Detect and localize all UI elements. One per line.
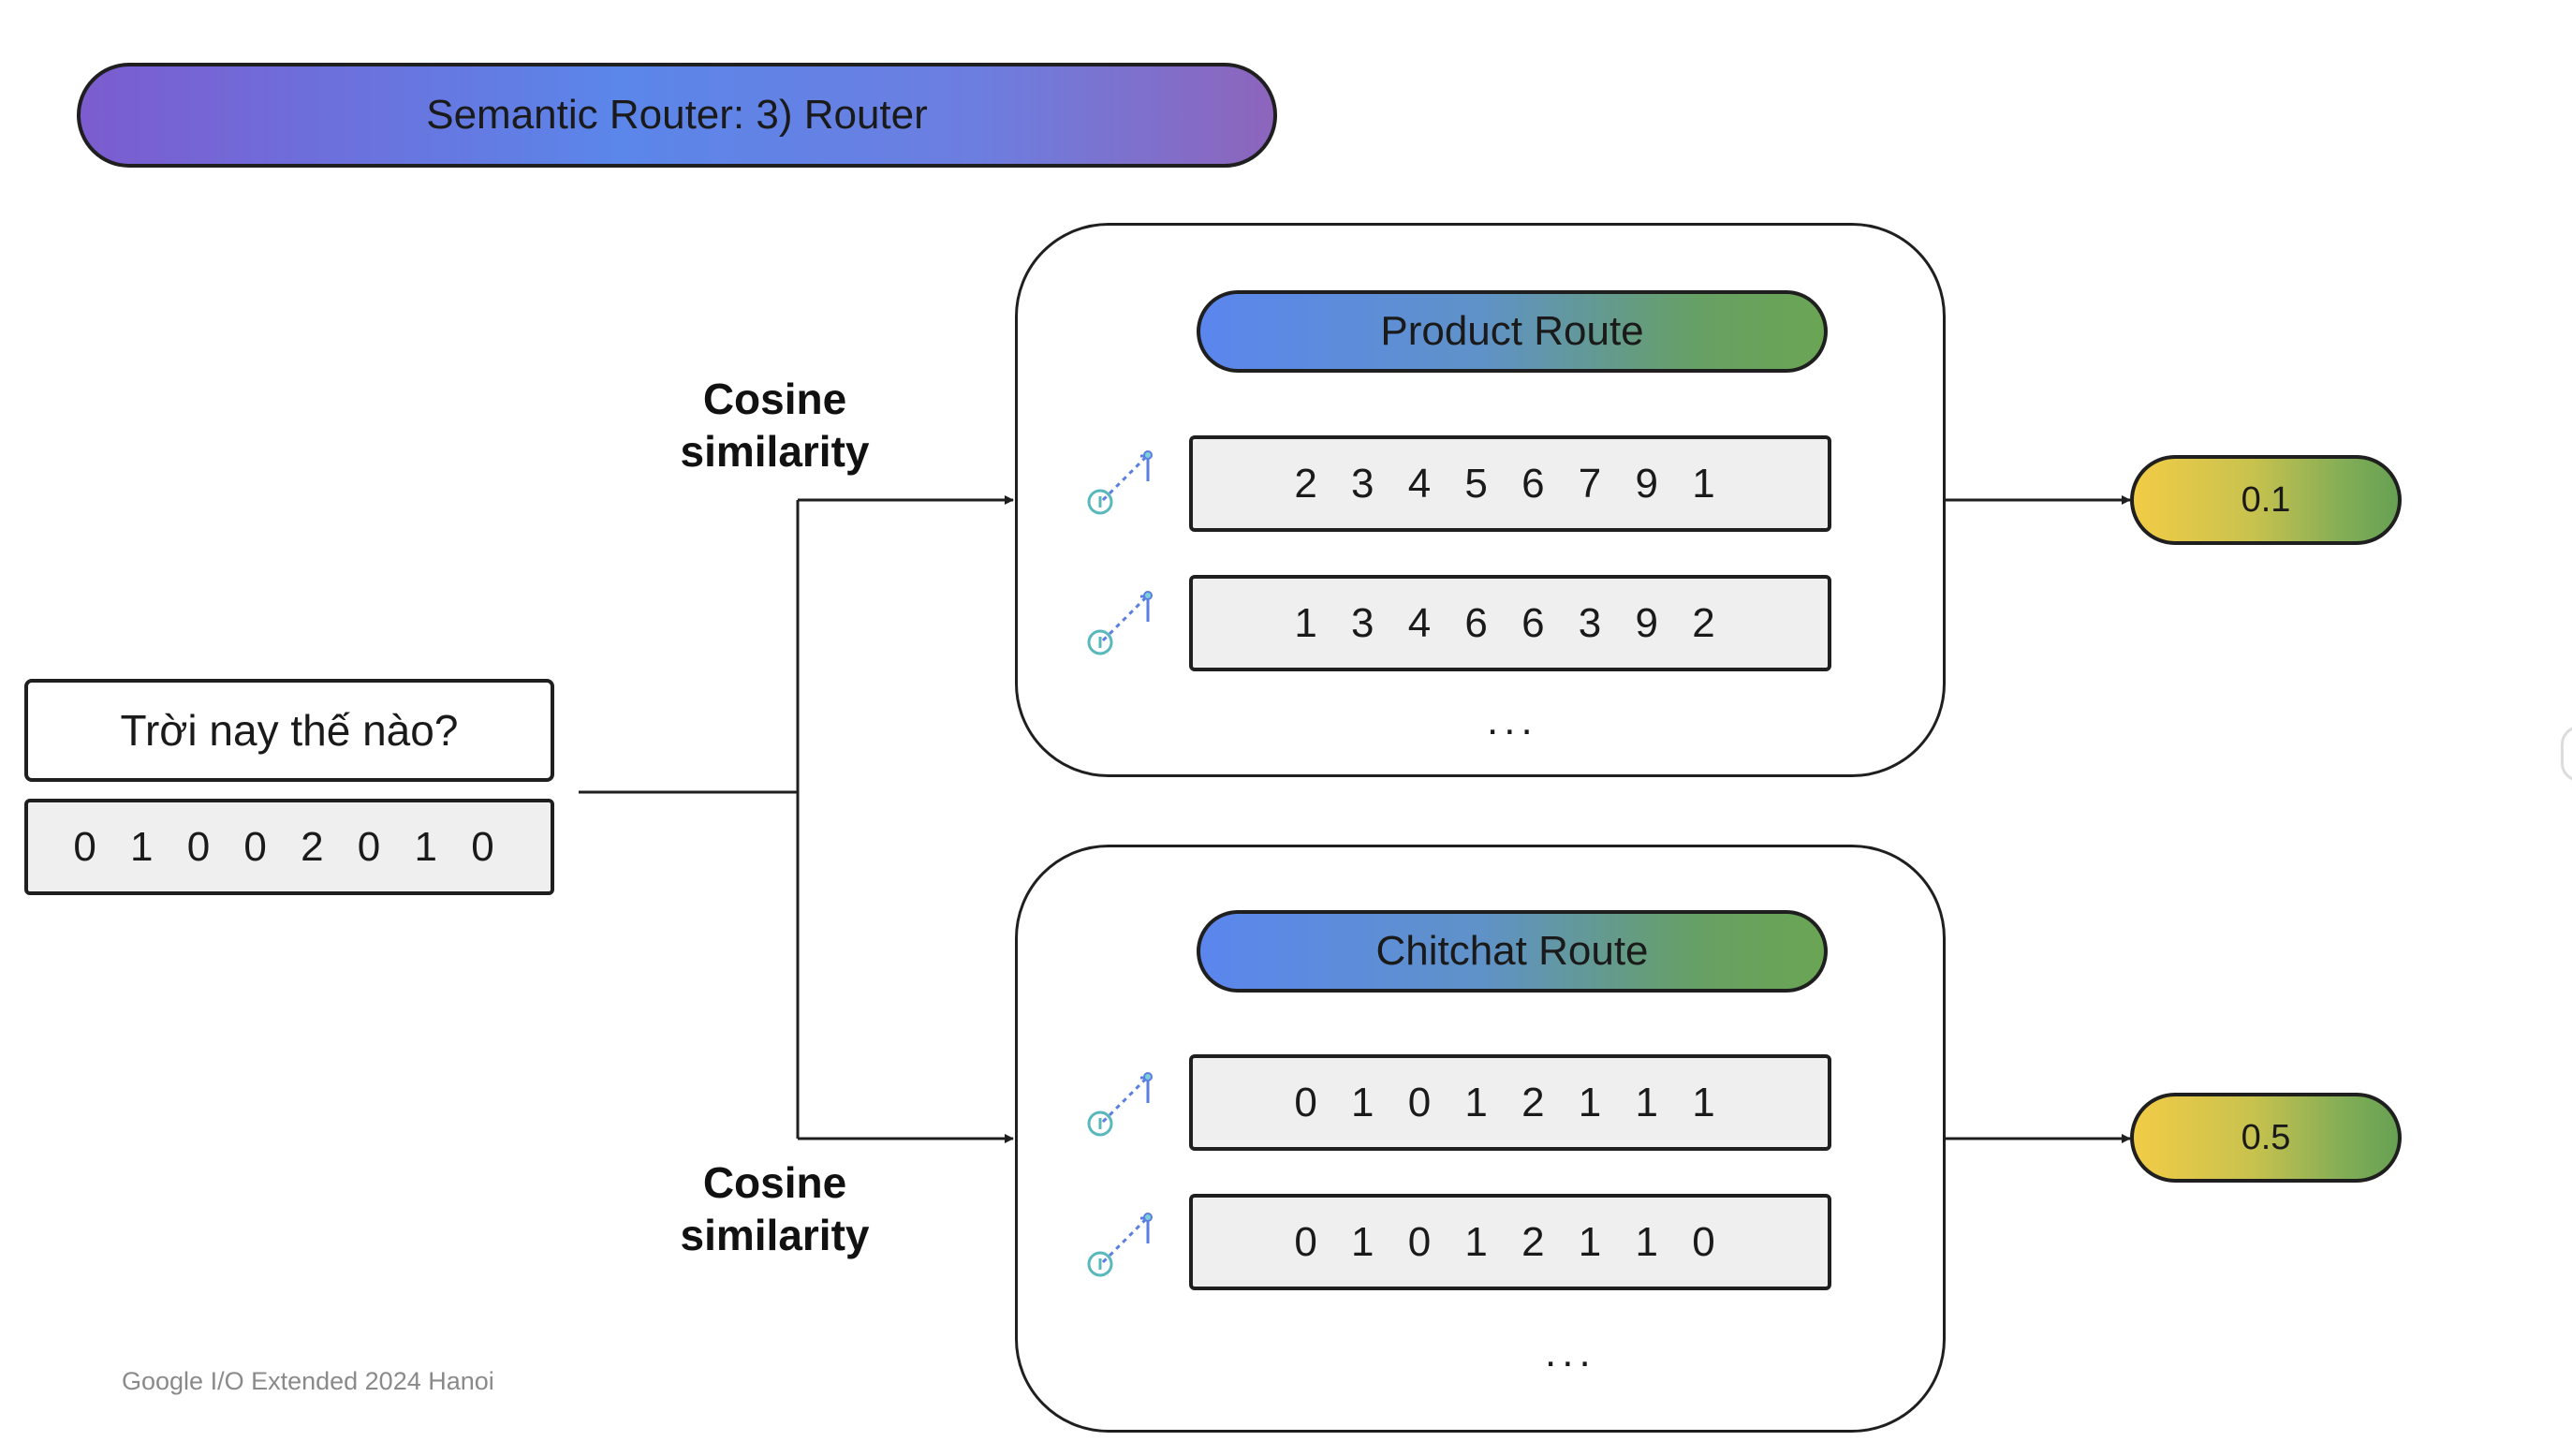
similarity-label-line: similarity — [680, 427, 870, 476]
query-vector: 0 1 0 0 2 0 1 0 — [24, 799, 554, 895]
product-route-title: Product Route — [1197, 290, 1828, 373]
product-route-score: 0.1 — [2130, 455, 2402, 545]
slide-title: Semantic Router: 3) Router — [77, 63, 1277, 168]
similarity-label-line: Cosine — [702, 1158, 847, 1207]
cosine-similarity-label-top: Cosine similarity — [646, 373, 904, 478]
chitchat-route-title: Chitchat Route — [1197, 910, 1828, 993]
chitchat-vector-1: 0 1 0 1 2 1 1 1 — [1189, 1054, 1831, 1151]
vector-icon — [1087, 1213, 1153, 1277]
product-more-vectors: ... — [1487, 698, 1538, 743]
chitchat-vector-2: 0 1 0 1 2 1 1 0 — [1189, 1194, 1831, 1290]
footer-text: Google I/O Extended 2024 Hanoi — [122, 1367, 494, 1395]
product-vector-2: 1 3 4 6 6 3 9 2 — [1189, 575, 1831, 671]
vector-icon — [1087, 1072, 1153, 1137]
vector-icon — [1087, 591, 1153, 655]
similarity-label-line: Cosine — [702, 375, 847, 423]
similarity-label-line: similarity — [680, 1211, 870, 1259]
vector-icon — [1087, 450, 1153, 515]
chitchat-route-score: 0.5 — [2130, 1093, 2402, 1183]
chitchat-more-vectors: ... — [1545, 1330, 1596, 1375]
product-vector-1: 2 3 4 5 6 7 9 1 — [1189, 435, 1831, 532]
query-text-box: Trời nay thế nào? — [24, 679, 554, 782]
cosine-similarity-label-bottom: Cosine similarity — [646, 1156, 904, 1261]
